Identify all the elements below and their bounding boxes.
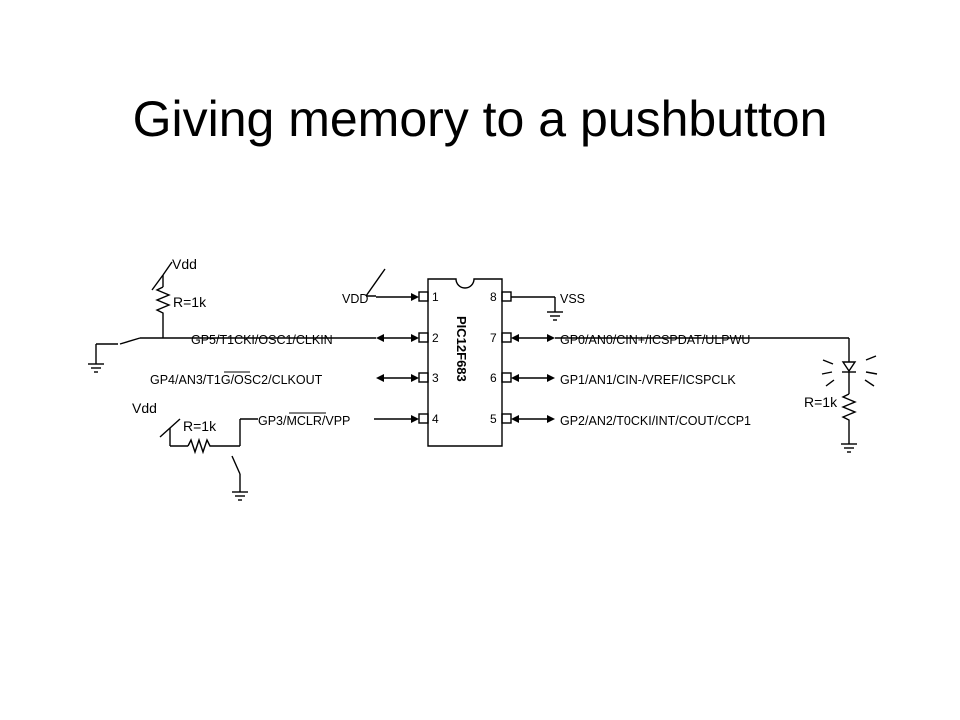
pullup-resistor-icon <box>155 286 171 338</box>
led-resistor-icon <box>841 393 857 444</box>
pin-label-gp2: GP2/AN2/T0CKI/INT/COUT/CCP1 <box>560 414 751 428</box>
pin-label-gp3: GP3/MCLR/VPP <box>258 414 350 428</box>
gp5-pushbutton-circuit <box>88 261 376 373</box>
ground-icon-right <box>841 443 857 453</box>
pin-number-3: 3 <box>432 371 439 385</box>
ground-icon-left <box>88 363 104 373</box>
vdd-pin1-supply-icon <box>365 268 386 297</box>
pin-number-5: 5 <box>490 412 497 426</box>
gp3-switch-icon <box>231 455 241 475</box>
left-pin-wires <box>374 293 419 423</box>
resistor-label-top: R=1k <box>173 294 207 310</box>
series-resistor-icon <box>187 437 240 455</box>
pin-number-2: 2 <box>432 331 439 345</box>
right-pin-wires <box>511 296 555 423</box>
left-pin-stubs <box>418 291 429 424</box>
right-pin-stubs <box>501 291 512 424</box>
pin-number-6: 6 <box>490 371 497 385</box>
resistor-label-led: R=1k <box>804 394 838 410</box>
led-icon <box>841 361 857 373</box>
pin-number-4: 4 <box>432 412 439 426</box>
chip-label: PIC12F683 <box>454 316 469 382</box>
pin-number-7: 7 <box>490 331 497 345</box>
vss-ground-icon <box>547 297 563 321</box>
led-light-rays-icon <box>821 355 878 387</box>
pin-label-vdd: VDD <box>342 292 368 306</box>
pin-label-gp5: GP5/T1CKI/OSC1/CLKIN <box>191 333 333 347</box>
pin-label-vss: VSS <box>560 292 585 306</box>
pic-chip: PIC12F683 <box>427 278 503 447</box>
vdd-label-top: Vdd <box>172 256 197 272</box>
gp5-switch-icon <box>119 337 141 345</box>
gp3-pushbutton-circuit <box>159 418 258 501</box>
pin-label-gp4: GP4/AN3/T1G/OSC2/CLKOUT <box>150 373 323 387</box>
pin-number-1: 1 <box>432 290 439 304</box>
resistor-label-bottom: R=1k <box>183 418 217 434</box>
led-circuit <box>555 337 878 453</box>
slide-title: Giving memory to a pushbutton <box>132 91 828 147</box>
vdd-label-bottom: Vdd <box>132 400 157 416</box>
pin-number-8: 8 <box>490 290 497 304</box>
pin-label-gp1: GP1/AN1/CIN-/VREF/ICSPCLK <box>560 373 736 387</box>
pin-label-gp0: GP0/AN0/CIN+/ICSPDAT/ULPWU <box>560 333 750 347</box>
ground-icon-bottom <box>232 491 248 501</box>
